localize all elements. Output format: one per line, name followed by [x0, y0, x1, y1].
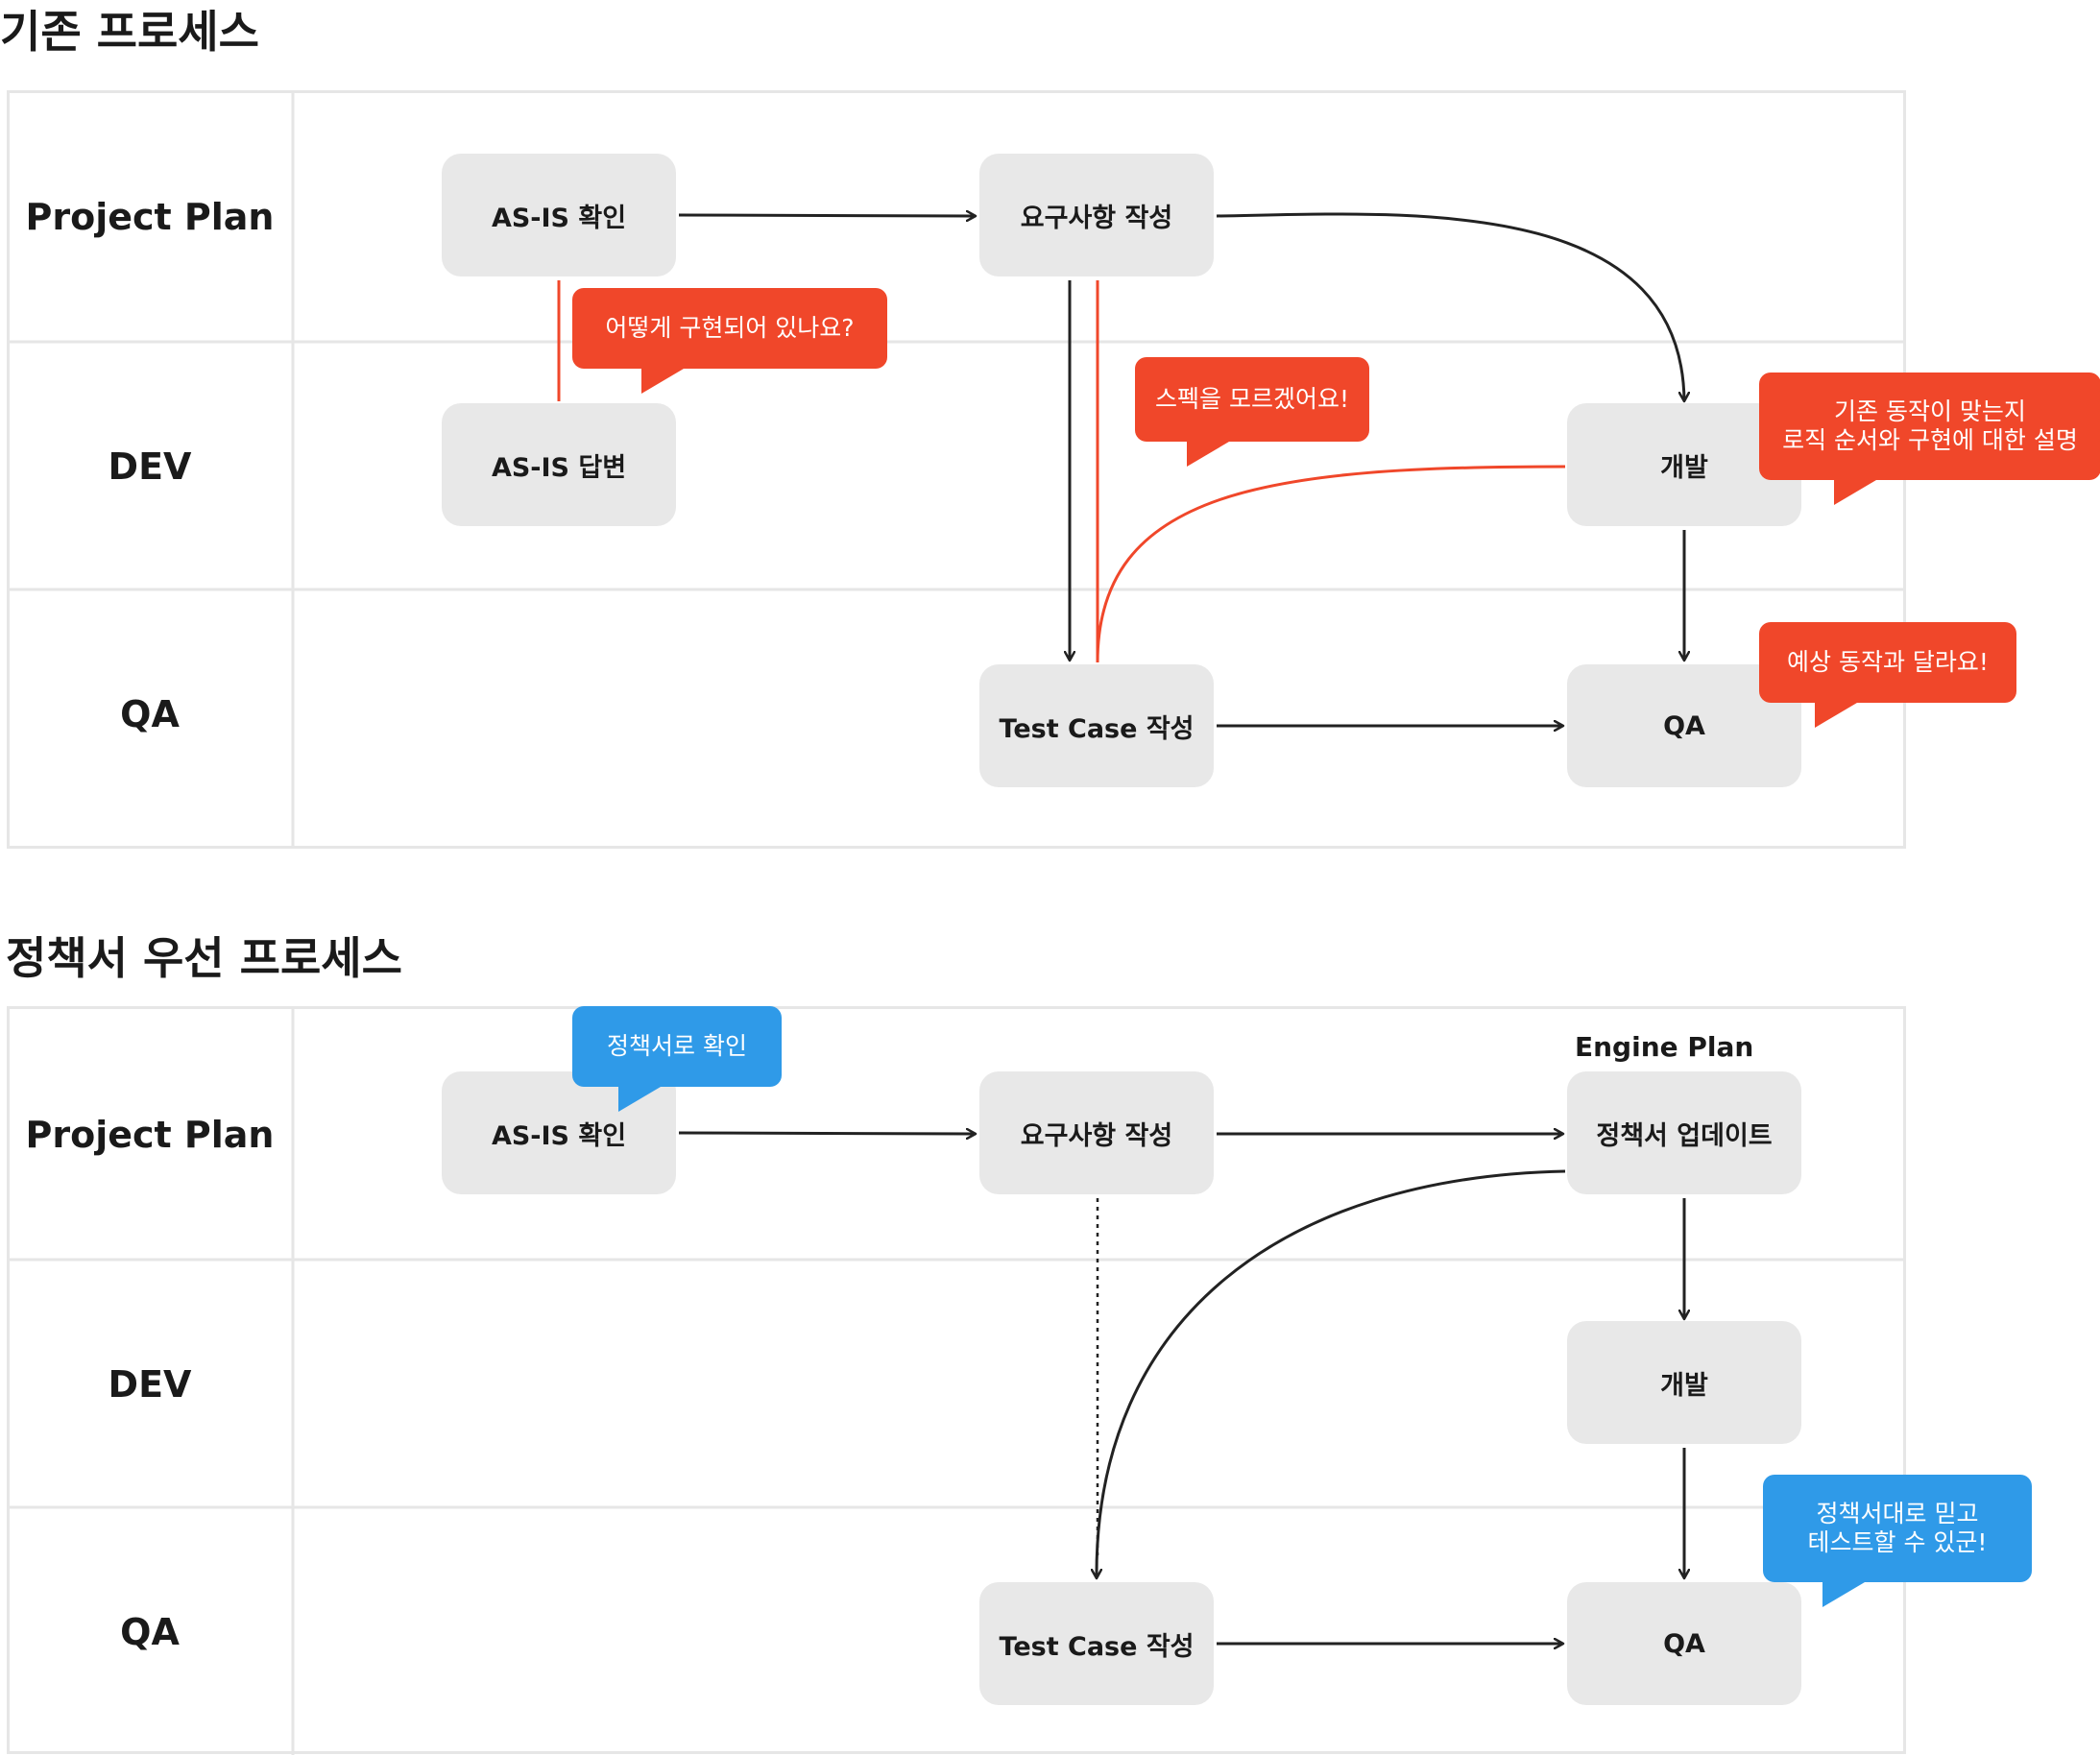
node-dev[interactable]: 개발 [1567, 1321, 1801, 1444]
bubble-how-implemented: 어떻게 구현되어 있나요? [572, 288, 887, 394]
lane-label-dev: DEV [108, 445, 192, 488]
node-qa[interactable]: QA [1567, 1582, 1801, 1705]
bubble-line-1: 기존 동작이 맞는지 [1834, 397, 2026, 425]
swimlane-frame-existing: Project Plan DEV QA [7, 90, 1906, 849]
bubble-existing-logic: 기존 동작이 맞는지 로직 순서와 구현에 대한 설명 [1759, 373, 2100, 505]
bubble-tail [1822, 1582, 1865, 1607]
node-testcase[interactable]: Test Case 작성 [979, 1582, 1214, 1705]
swimlane-grid [7, 90, 1906, 849]
lane-label-dev: DEV [108, 1363, 192, 1406]
bubble-tail [618, 1087, 661, 1112]
bubble-tail [1834, 480, 1876, 505]
bubble-line-1: 정책서대로 믿고 [1816, 1500, 1979, 1527]
arrow-asis-to-requirements [678, 215, 976, 216]
section-title-existing: 기존 프로세스 [0, 6, 259, 58]
node-asis-answer[interactable]: AS-IS 답변 [442, 403, 676, 526]
arrow-policy-to-testcase [1097, 1169, 1566, 1578]
bubble-text: 예상 동작과 달라요! [1787, 648, 1989, 676]
bubble-policy-check: 정책서로 확인 [572, 1006, 782, 1112]
bubble-tail [1815, 703, 1857, 728]
bubble-line-2: 테스트할 수 있군! [1807, 1528, 1988, 1556]
node-requirements[interactable]: 요구사항 작성 [979, 154, 1214, 276]
bubble-expected-differs: 예상 동작과 달라요! [1759, 622, 2016, 728]
node-testcase[interactable]: Test Case 작성 [979, 664, 1214, 787]
bubble-line-2: 로직 순서와 구현에 대한 설명 [1782, 426, 2078, 454]
node-policy-update[interactable]: 정책서 업데이트 [1567, 1071, 1801, 1194]
lane-label-project-plan: Project Plan [25, 1114, 275, 1156]
node-requirements[interactable]: 요구사항 작성 [979, 1071, 1214, 1194]
bubble-trust-policy: 정책서대로 믿고 테스트할 수 있군! [1763, 1475, 2032, 1607]
section-title-policy-first: 정책서 우선 프로세스 [6, 932, 402, 984]
swimlane-frame-policy-first: Project Plan DEV QA [7, 1006, 1906, 1755]
bubble-text: 스펙을 모르겠어요! [1155, 385, 1349, 413]
bubble-tail [641, 369, 684, 394]
lane-label-qa: QA [120, 693, 180, 735]
bubble-text: 정책서로 확인 [607, 1032, 747, 1060]
swimlane-grid [7, 1006, 1906, 1755]
bubble-text: 어떻게 구현되어 있나요? [605, 314, 855, 342]
bubble-spec-unknown: 스펙을 모르겠어요! [1135, 357, 1369, 467]
bubble-text: 정책서대로 믿고 테스트할 수 있군! [1808, 1500, 1988, 1557]
arrow-requirements-to-dev [1216, 212, 1684, 401]
node-asis-check[interactable]: AS-IS 확인 [442, 154, 676, 276]
bubble-text: 기존 동작이 맞는지 로직 순서와 구현에 대한 설명 [1782, 397, 2078, 455]
group-label-engine-plan: Engine Plan [1575, 1031, 1754, 1063]
bubble-tail [1187, 442, 1229, 467]
arrow-asis-to-requirements [678, 1133, 976, 1134]
node-asis-check[interactable]: AS-IS 확인 [442, 1071, 676, 1194]
lane-label-project-plan: Project Plan [25, 196, 275, 238]
lane-label-qa: QA [120, 1611, 180, 1653]
red-link-testcase-dev [1096, 465, 1566, 663]
